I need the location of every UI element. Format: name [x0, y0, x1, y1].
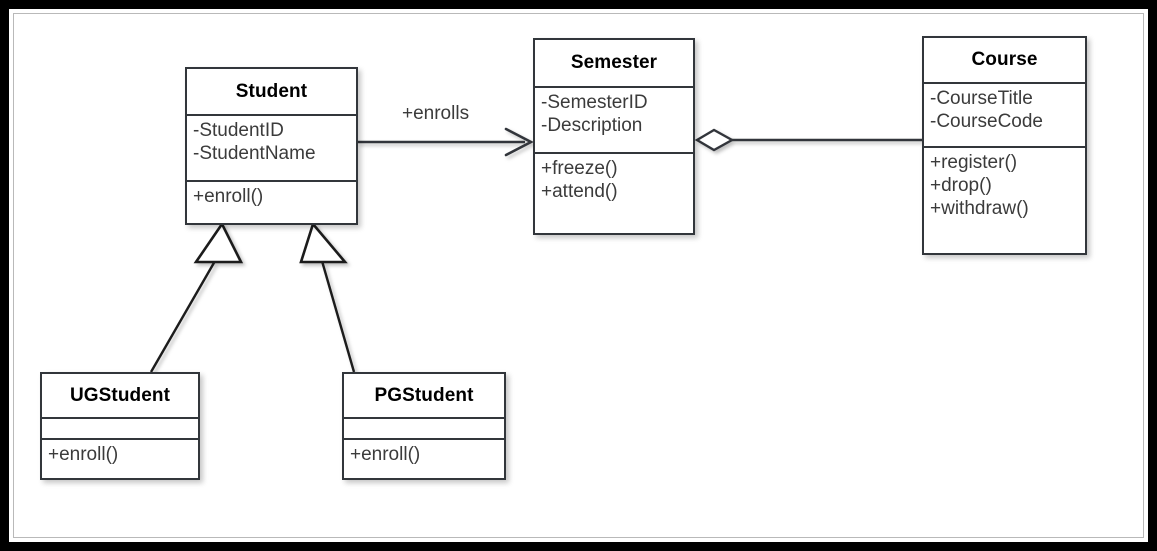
- class-name-semester: Semester: [570, 52, 658, 73]
- attributes-compartment-student: -StudentID -StudentName: [187, 114, 356, 180]
- class-name-student: Student: [235, 80, 308, 102]
- method-item: +attend(): [541, 181, 618, 203]
- attributes-compartment-course: -CourseTitle -CourseCode: [924, 82, 1085, 146]
- attribute-item: -CourseTitle: [930, 88, 1033, 109]
- methods-compartment-course: +register() +drop() +withdraw(): [924, 146, 1085, 253]
- class-box-ugstudent[interactable]: UGStudent +enroll(): [40, 372, 200, 480]
- attributes-compartment-ugstudent: [42, 417, 198, 438]
- class-box-course[interactable]: Course -CourseTitle -CourseCode +registe…: [922, 36, 1087, 255]
- generalization-pgstudent-student: [299, 221, 356, 373]
- method-item: +register(): [930, 152, 1018, 173]
- class-name-course: Course: [971, 49, 1038, 70]
- generalization-ugstudent-student: [149, 221, 244, 373]
- open-arrow-icon: [504, 127, 534, 157]
- methods-compartment-student: +enroll(): [187, 180, 356, 223]
- method-item: +enroll(): [193, 186, 264, 207]
- methods-compartment-pgstudent: +enroll(): [344, 438, 504, 478]
- association-label-enrolls: +enrolls: [402, 103, 470, 124]
- method-item: +enroll(): [350, 444, 421, 465]
- generalization-line: [320, 260, 356, 373]
- methods-compartment-ugstudent: +enroll(): [42, 438, 198, 478]
- attributes-compartment-semester: -SemesterID -Description: [535, 86, 693, 152]
- method-item: +freeze(): [541, 158, 618, 179]
- aggregation-course-semester: [694, 128, 922, 152]
- attribute-item: -Description: [541, 115, 643, 137]
- association-student-semester: [357, 127, 534, 157]
- methods-compartment-semester: +freeze() +attend(): [535, 152, 693, 233]
- attribute-item: -SemesterID: [541, 92, 648, 113]
- class-box-student[interactable]: Student -StudentID -StudentName +enroll(…: [185, 67, 358, 225]
- method-item: +withdraw(): [930, 198, 1029, 220]
- class-name-ugstudent: UGStudent: [69, 384, 171, 406]
- hollow-diamond-icon: [694, 128, 735, 152]
- class-name-pgstudent: PGStudent: [374, 384, 474, 406]
- attributes-compartment-pgstudent: [344, 417, 504, 438]
- connector-layer: [149, 127, 922, 373]
- hollow-triangle-icon: [299, 221, 348, 264]
- method-item: +enroll(): [48, 444, 119, 465]
- attribute-item: -StudentID: [193, 120, 284, 141]
- class-box-semester[interactable]: Semester -SemesterID -Description +freez…: [533, 38, 695, 235]
- hollow-triangle-icon: [193, 221, 244, 264]
- attribute-item: -CourseCode: [930, 111, 1043, 133]
- method-item: +drop(): [930, 175, 992, 197]
- class-box-pgstudent[interactable]: PGStudent +enroll(): [342, 372, 506, 480]
- attribute-item: -StudentName: [193, 143, 316, 165]
- generalization-line: [149, 260, 217, 373]
